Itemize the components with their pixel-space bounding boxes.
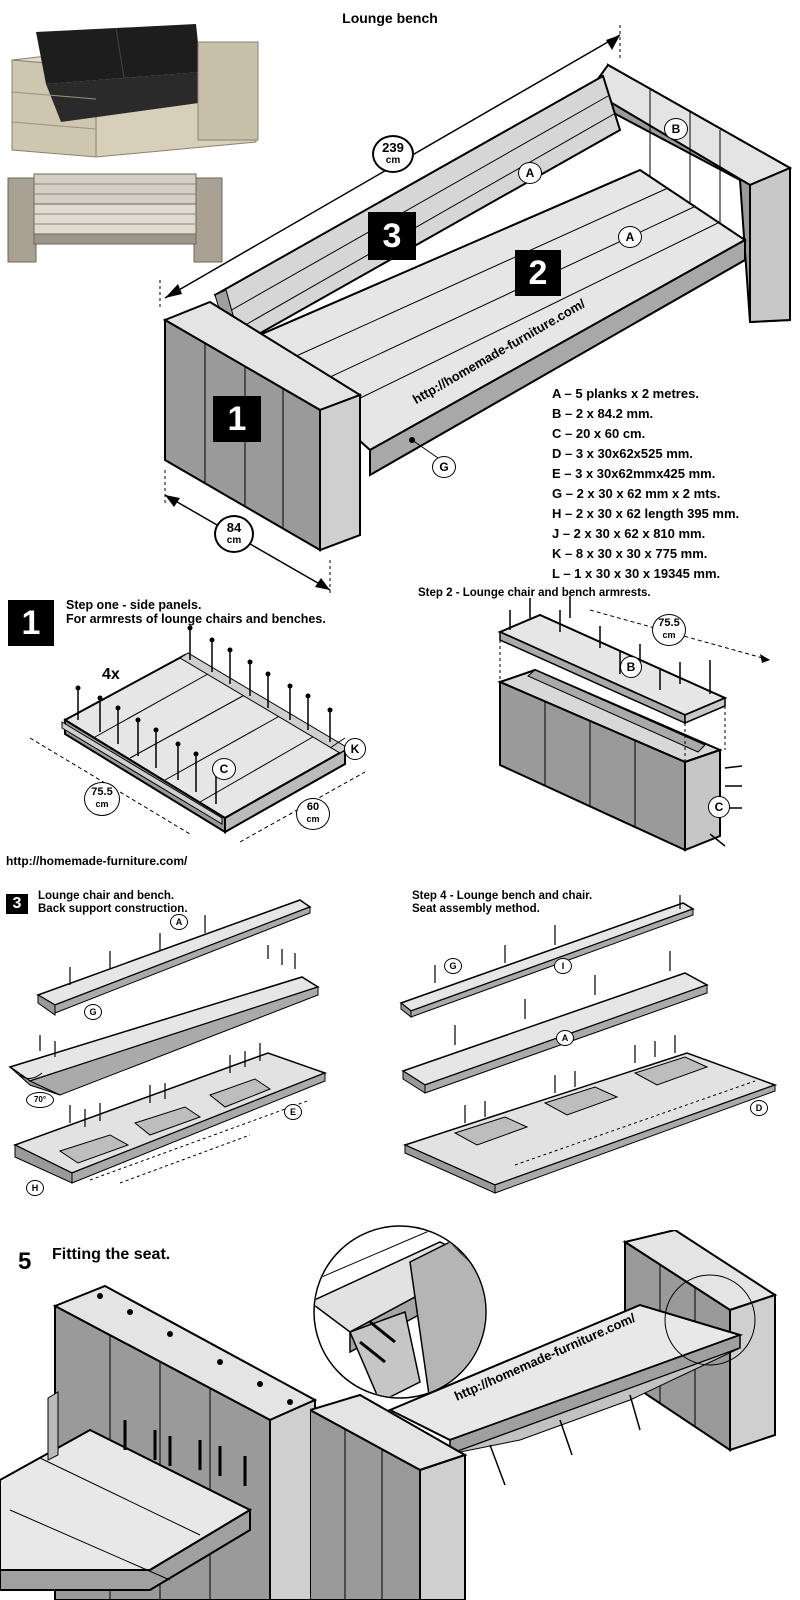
step1-dim-length-value: 75.5 <box>91 786 113 798</box>
step4-label-g: G <box>444 958 462 974</box>
step5-closeup-drawing <box>0 1284 318 1600</box>
parts-list-item: B – 2 x 84.2 mm. <box>552 406 654 421</box>
overview-step-2-marker: 2 <box>515 250 561 296</box>
step5-heading: Fitting the seat. <box>52 1246 171 1263</box>
overview-label-b: B <box>664 118 688 140</box>
parts-list-item: K – 8 x 30 x 30 x 775 mm. <box>552 546 708 561</box>
step4-label-d: D <box>750 1100 768 1116</box>
step1-dim-width: 60 cm <box>296 798 330 830</box>
step1-dim-width-unit: cm <box>306 814 320 824</box>
step1-dim-width-value: 60 <box>306 801 320 813</box>
step3-angle: 70° <box>26 1092 54 1108</box>
step1-dim-length-unit: cm <box>95 799 109 809</box>
step1-label-c: C <box>212 758 236 780</box>
parts-list-item: L – 1 x 30 x 30 x 19345 mm. <box>552 566 721 581</box>
overview-dim-length-unit: cm <box>385 155 401 166</box>
step2-dim-length-unit: cm <box>662 630 676 640</box>
step1-dim-length: 75.5 cm <box>84 782 120 816</box>
overview-dim-depth-value: 84 <box>226 520 242 535</box>
overview-dim-depth-unit: cm <box>226 535 242 546</box>
step1-count: 4x <box>102 666 120 683</box>
parts-list: A – 5 planks x 2 metres. B – 2 x 84.2 mm… <box>552 384 739 584</box>
step2-dim-length: 75.5 cm <box>652 614 686 646</box>
step4-label-a: A <box>556 1030 574 1046</box>
step2-dim-length-value: 75.5 <box>658 617 680 629</box>
photo-bench-with-cushions <box>11 24 259 158</box>
overview-dim-depth: 84 cm <box>214 515 254 553</box>
overview-dim-length-value: 239 <box>382 140 404 155</box>
step1-side-panel-drawing <box>29 625 366 843</box>
step3-label-a: A <box>170 914 188 930</box>
step2-label-c: C <box>708 796 730 818</box>
overview-label-g: G <box>432 456 456 478</box>
step4-seat-assembly-drawing <box>399 895 778 1194</box>
step3-back-support-drawing <box>8 899 328 1184</box>
step2-label-b: B <box>620 656 642 678</box>
step3-number: 3 <box>6 894 28 914</box>
step1-heading-line1: Step one - side panels. <box>66 598 202 612</box>
overview-step-3-marker: 3 <box>368 212 416 260</box>
step5-bench-drawing <box>310 1230 778 1600</box>
photo-bench-wood <box>4 168 228 266</box>
step5-detail-circle-drawing <box>313 1225 487 1399</box>
overview-step-1-marker: 1 <box>213 396 261 442</box>
step3-heading: Lounge chair and bench. Back support con… <box>38 890 188 916</box>
parts-list-item: G – 2 x 30 x 62 mm x 2 mts. <box>552 486 721 501</box>
step4-heading-line1: Step 4 - Lounge bench and chair. <box>412 890 593 902</box>
step3-heading-line1: Lounge chair and bench. <box>38 890 175 902</box>
parts-list-item: D – 3 x 30x62x525 mm. <box>552 446 693 461</box>
step1-heading-line2: For armrests of lounge chairs and benche… <box>66 612 326 626</box>
step2-armrest-drawing <box>497 596 771 852</box>
step1-number: 1 <box>8 600 54 646</box>
parts-list-item: J – 2 x 30 x 62 x 810 mm. <box>552 526 706 541</box>
step3-label-h: H <box>26 1180 44 1196</box>
page-title: Lounge bench <box>342 10 438 26</box>
step3-label-g: G <box>84 1004 102 1020</box>
parts-list-item: H – 2 x 30 x 62 length 395 mm. <box>552 506 740 521</box>
step4-label-i: I <box>554 958 572 974</box>
step1-heading: Step one - side panels. For armrests of … <box>66 598 326 626</box>
overview-label-a-seat: A <box>618 226 642 248</box>
step2-heading: Step 2 - Lounge chair and bench armrests… <box>418 587 651 599</box>
step1-url: http://homemade-furniture.com/ <box>6 854 188 868</box>
parts-list-item: C – 20 x 60 cm. <box>552 426 646 441</box>
step4-heading-line2: Seat assembly method. <box>412 903 540 915</box>
parts-list-item: A – 5 planks x 2 metres. <box>552 386 699 401</box>
step5-number: 5 <box>18 1248 32 1275</box>
step3-label-e: E <box>284 1104 302 1120</box>
step4-heading: Step 4 - Lounge bench and chair. Seat as… <box>412 890 592 916</box>
step3-heading-line2: Back support construction. <box>38 903 188 915</box>
step1-label-k: K <box>344 738 366 760</box>
parts-list-item: E – 3 x 30x62mmx425 mm. <box>552 466 716 481</box>
overview-label-a-backrest: A <box>518 162 542 184</box>
overview-dim-length: 239 cm <box>372 135 414 173</box>
